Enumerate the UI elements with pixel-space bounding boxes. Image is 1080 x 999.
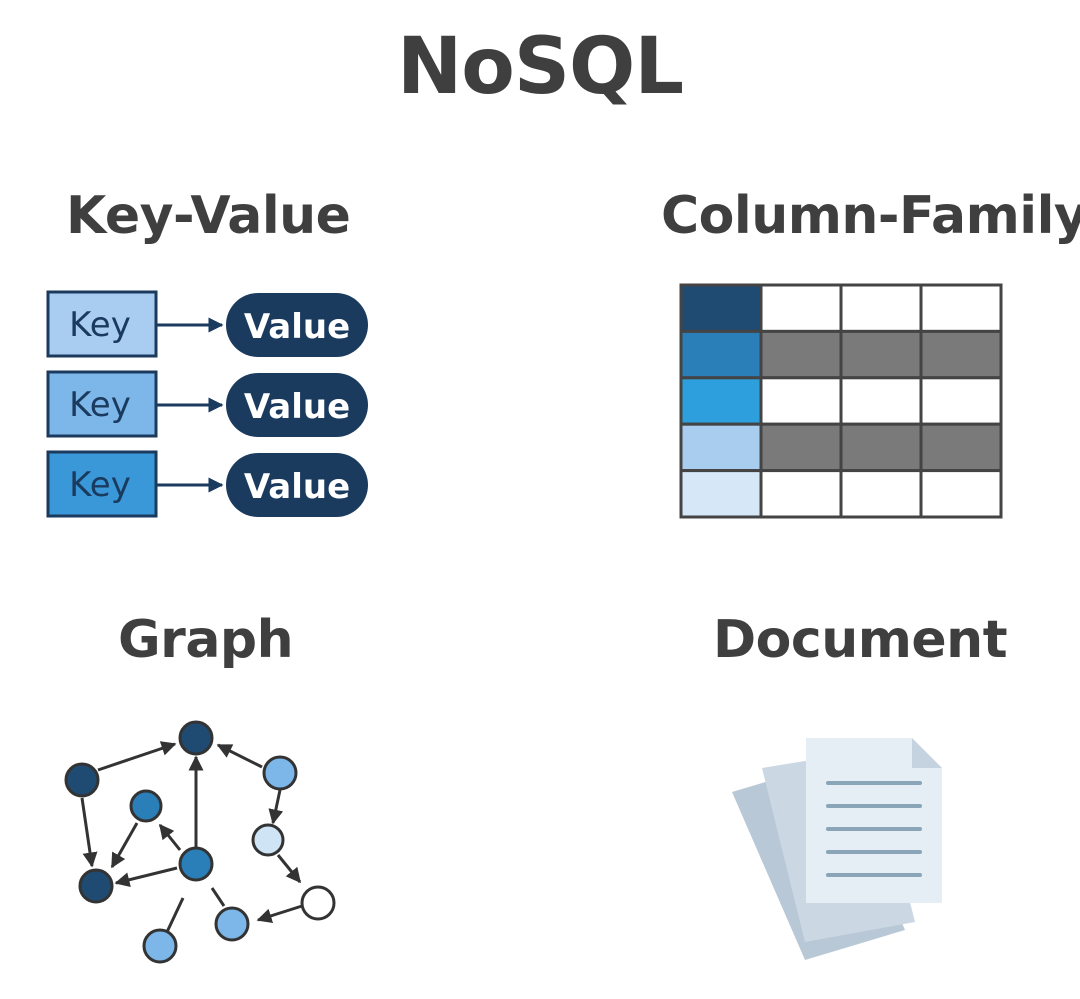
graph-edge (165, 897, 185, 933)
graph-edge (114, 866, 178, 888)
key-label: Key (69, 465, 131, 505)
column-cell (919, 376, 1003, 426)
key-label: Key (69, 305, 131, 345)
key-label: Key (69, 385, 131, 425)
graph-node (178, 720, 214, 756)
key-box (46, 370, 158, 438)
key-box (46, 290, 158, 358)
document-sheet-front (806, 738, 942, 903)
graph-edge (210, 887, 226, 907)
graph-node (78, 868, 114, 904)
graph-edge (158, 823, 182, 851)
value-label: Value (244, 467, 350, 507)
graph-node (300, 885, 336, 921)
value-pill (226, 293, 368, 357)
graph-edge (276, 854, 302, 884)
page-title: NoSQL (396, 22, 684, 112)
value-label: Value (244, 307, 350, 347)
row-key-cell (679, 376, 763, 426)
graph-node (64, 762, 100, 798)
column-family-grid (679, 283, 1003, 519)
column-cell (919, 283, 1003, 333)
column-cell (919, 469, 1003, 519)
graph-edge (80, 797, 98, 868)
graph-node (262, 755, 298, 791)
graph-node (142, 928, 178, 964)
value-pill (226, 373, 368, 437)
graph-node (251, 823, 285, 857)
graph-edge (256, 904, 303, 924)
column-cell (759, 469, 843, 519)
value-label: Value (244, 387, 350, 427)
column-cell (919, 329, 1003, 380)
document-title: Document (713, 610, 1008, 670)
graph-node (214, 906, 250, 942)
graph-title: Graph (118, 610, 294, 670)
column-family-title: Column-Family (661, 186, 1080, 246)
column-cell (759, 283, 843, 333)
key-value-title: Key-Value (66, 186, 351, 246)
row-key-cell (679, 469, 763, 519)
graph-edge (110, 822, 139, 869)
document-fold-corner (912, 738, 942, 768)
graph-edge (97, 741, 177, 772)
graph-edge (216, 743, 263, 769)
graph-edge (268, 789, 284, 825)
key-box (46, 450, 158, 518)
graph-diagram (64, 720, 336, 964)
graph-node (129, 789, 163, 823)
column-cell (839, 329, 923, 380)
value-pill (226, 453, 368, 517)
graph-node (178, 846, 214, 882)
